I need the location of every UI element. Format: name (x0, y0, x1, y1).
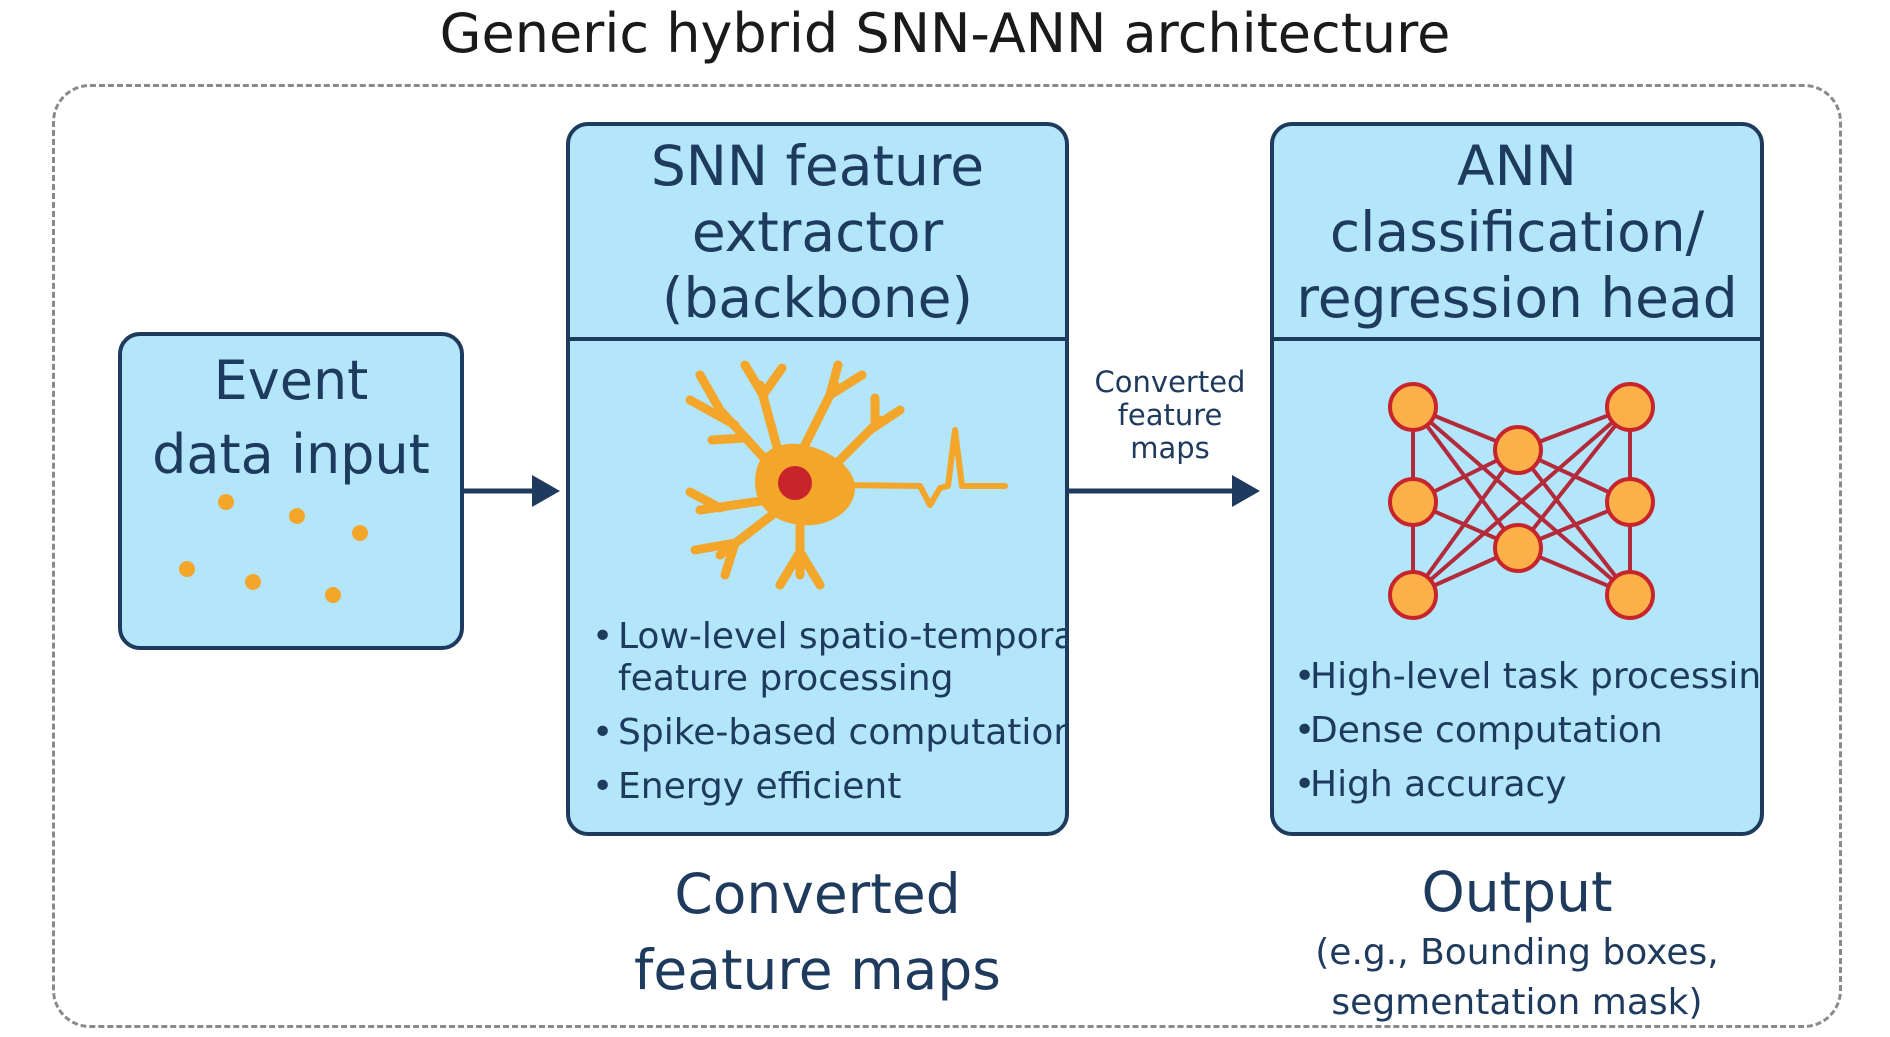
event-title-line-1: Event (213, 349, 369, 412)
snn-bullet-1: • Low-level spatio-temporal feature proc… (592, 616, 1069, 700)
ann-bullet-1-text: High-level task processing (1310, 656, 1764, 697)
diagram-title: Generic hybrid SNN-ANN architecture (439, 2, 1451, 65)
ann-box-header: ANN classification/ regression head (1274, 126, 1760, 341)
ann-bullet-2: • Dense computation (1294, 710, 1760, 752)
arrow-label-line-2: feature (1117, 398, 1223, 432)
ann-title-line-1: ANN (1457, 133, 1577, 198)
arrow-label-line-1: Converted (1094, 365, 1246, 399)
snn-title-line-1: SNN feature (650, 133, 985, 198)
ann-bullet-3-text: High accuracy (1310, 764, 1567, 805)
output-caption: Output (e.g., Bounding boxes, segmentati… (1270, 856, 1764, 1028)
snn-title-line-3: (backbone) (662, 265, 973, 330)
event-box-title: Event data input (122, 344, 460, 492)
snn-bullet-3-text: Energy efficient (618, 766, 902, 807)
snn-box-header: SNN feature extractor (backbone) (570, 126, 1065, 341)
system-boundary-frame (52, 84, 1842, 1028)
ann-head-box: ANN classification/ regression head • Hi… (1270, 122, 1764, 836)
output-detail-line-2: segmentation mask) (1331, 982, 1703, 1023)
ann-title-line-2: classification/ (1329, 199, 1705, 264)
snn-bullet-2-text: Spike-based computation (618, 712, 1069, 753)
snn-bullet-list: • Low-level spatio-temporal feature proc… (592, 616, 1069, 808)
bullet-dot-icon: • (1294, 656, 1316, 697)
snn-bullet-1-line-2: feature processing (618, 658, 954, 699)
snn-bullet-3: • Energy efficient (592, 766, 1065, 808)
snn-caption-line-1: Converted (674, 862, 961, 926)
bullet-dot-icon: • (1294, 764, 1316, 805)
ann-bullet-list: • High-level task processing • Dense com… (1294, 656, 1764, 806)
event-data-input-box: Event data input (118, 332, 464, 650)
bullet-dot-icon: • (1294, 710, 1316, 751)
snn-title-line-2: extractor (691, 199, 944, 264)
output-title: Output (1421, 860, 1613, 924)
ann-title-line-3: regression head (1296, 265, 1738, 330)
snn-feature-extractor-box: SNN feature extractor (backbone) • Low-l… (566, 122, 1069, 836)
snn-caption: Converted feature maps (566, 856, 1069, 1008)
bullet-dot-icon: • (592, 766, 614, 807)
bullet-dot-icon: • (592, 712, 614, 753)
ann-bullet-1: • High-level task processing (1294, 656, 1764, 698)
snn-bullet-1-line-1: Low-level spatio-temporal (618, 616, 1069, 657)
ann-bullet-2-text: Dense computation (1310, 710, 1663, 751)
arrow-label-line-3: maps (1130, 431, 1210, 465)
ann-bullet-3: • High accuracy (1294, 764, 1760, 806)
snn-bullet-2: • Spike-based computation (592, 712, 1069, 754)
bullet-dot-icon: • (592, 616, 614, 657)
event-title-line-2: data input (152, 423, 430, 486)
snn-caption-line-2: feature maps (634, 938, 1001, 1002)
output-detail-line-1: (e.g., Bounding boxes, (1315, 932, 1719, 973)
arrow-label: Converted feature maps (1070, 366, 1270, 465)
